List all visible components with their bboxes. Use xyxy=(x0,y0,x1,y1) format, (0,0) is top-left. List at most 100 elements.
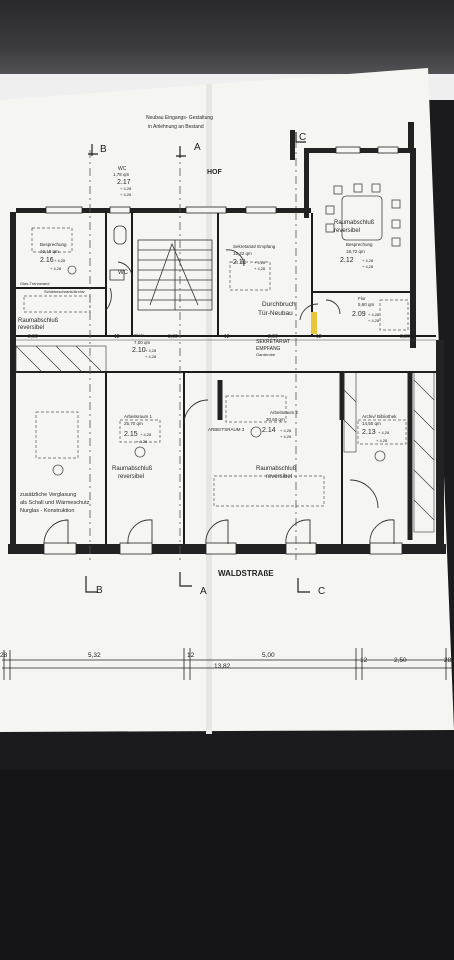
thick-wall-segments xyxy=(217,372,413,540)
inner-dim-right2: 3,30 xyxy=(400,334,410,340)
dim-gap1: 12 xyxy=(187,652,195,659)
dim-seg1: 5,32 xyxy=(88,652,101,659)
section-letters: B A C B A C xyxy=(96,132,325,597)
room-2-14-name: Arbeitsraum 2 xyxy=(270,410,299,415)
hatched-walls xyxy=(15,345,435,533)
breakthrough-line-2: Tür-Neubau xyxy=(258,310,293,317)
closure-left-2: reversibel xyxy=(18,325,44,331)
bottom-windows xyxy=(43,542,403,555)
room-wc-name: WC xyxy=(118,166,127,172)
room-2-12-area: 18,72 qm xyxy=(346,249,365,254)
room-labels: WC 1,78 qm 2.17 + 4,28 + 4,28 WC Besprec… xyxy=(20,166,397,444)
room-2-14-height-1: + 4,28 xyxy=(280,428,292,433)
section-lines xyxy=(89,140,297,560)
room-wc-area: 1,78 qm xyxy=(113,172,130,177)
door-swings xyxy=(43,249,395,545)
room-2-11-height-1: + 4,28 xyxy=(254,260,266,265)
dim-seg2: 5,00 xyxy=(262,652,275,659)
room-2-10-area: 7,00 qm xyxy=(134,340,151,345)
yard-label: HOF xyxy=(207,169,223,176)
dimension-chain-lines xyxy=(2,648,452,680)
room-2-10-height-2: + 4,28 xyxy=(145,354,157,359)
conference-table xyxy=(325,183,401,247)
room-2-13-height-1: + 4,28 xyxy=(378,430,390,435)
wc-fixture xyxy=(109,225,127,281)
entrance-note-line-2: in Anlehnung an Bestand xyxy=(148,124,204,130)
room-wc-height-1: + 4,28 xyxy=(120,186,132,191)
room-2-13-height-2: + 4,28 xyxy=(376,438,388,443)
section-markers xyxy=(85,132,310,593)
inner-dim-mid1: 12 xyxy=(114,334,120,340)
room-2-09-name: Flur xyxy=(358,296,366,301)
closure-mid-2: reversibel xyxy=(118,474,144,480)
closure-right-2: reversibel xyxy=(266,474,292,480)
dim-right-end: 28 xyxy=(444,657,452,664)
glazing-note-line-2: als Schall und Wärmeschutz xyxy=(20,500,90,506)
inner-dim-mid4: 12 xyxy=(316,334,322,340)
inner-dim-mid2: 3,60 xyxy=(168,334,178,340)
room-2-12-number: 2.12 xyxy=(340,257,354,264)
glass-partition-label: Glas-Trennwand xyxy=(20,281,49,286)
dim-seg3: 2,50 xyxy=(394,657,407,664)
inner-dimension-chain: 28 2,90 12 3,60 12 2,90 12 3,30 xyxy=(10,334,436,341)
interior-walls xyxy=(16,213,436,544)
room-2-11-height-2: + 4,28 xyxy=(254,266,266,271)
chairs xyxy=(52,265,386,476)
breakthrough-line-1: Durchbruch xyxy=(262,301,296,308)
staircase xyxy=(137,239,213,311)
room-2-15-number: 2.15 xyxy=(124,431,138,438)
room-wc-height-2: + 4,28 xyxy=(120,192,132,197)
room-2-14-number: 2.14 xyxy=(262,427,276,434)
paper-sheet xyxy=(0,68,454,732)
plan-notes: Neubau Eingangs- Gestaltung in Anlehnung… xyxy=(18,115,375,514)
room-2-13-number: 2.13 xyxy=(362,429,376,436)
section-a-bottom: A xyxy=(200,586,207,597)
door-highlight xyxy=(311,312,317,334)
room-2-16-height-2: + 4,28 xyxy=(50,266,62,271)
room-2-10-number: 2.10 xyxy=(132,347,146,354)
room-2-12-height-2: + 4,28 xyxy=(362,264,374,269)
room-2-16-area: 10,10 qm xyxy=(40,249,59,254)
desks xyxy=(23,227,409,507)
sliding-cabinet-label: Schiebeschrank/Archiv xyxy=(44,289,85,294)
section-b-top: B xyxy=(100,144,107,155)
room-2-13-area: 14,50 qm xyxy=(362,421,381,426)
room-2-10-height-1: + 4,28 xyxy=(145,348,157,353)
room-2-16-height-1: + 4,28 xyxy=(54,258,66,263)
inner-dim-right1: 2,90 xyxy=(268,334,278,340)
room-2-11-name: Sekretariat/ Empfang xyxy=(233,244,276,249)
section-b-bottom: B xyxy=(96,585,103,596)
room-2-11-area: 16,22 qm xyxy=(233,251,252,256)
inner-dim-left: 2,90 xyxy=(28,334,38,340)
room-2-15-height-1: + 4,28 xyxy=(140,432,152,437)
room-2-10-name: Diele xyxy=(134,333,145,338)
room-2-11-number: 2.11 xyxy=(233,259,246,266)
camera-background-top xyxy=(0,0,454,80)
glazing-note-line-1: zusätzliche Verglasung xyxy=(20,492,76,498)
section-a-top: A xyxy=(194,142,201,153)
section-c-top: C xyxy=(299,132,306,143)
paper-fold xyxy=(206,84,212,734)
section-c-bottom: C xyxy=(318,586,325,597)
dim-total: 13,82 xyxy=(214,663,231,670)
room-2-15-area: 25,70 qm xyxy=(124,421,143,426)
inner-dim-mid3: 12 xyxy=(224,334,230,340)
inner-dim-edge: 28 xyxy=(10,334,16,339)
room-2-16-number: 2.16 xyxy=(40,257,54,264)
reception-line-3: Garderobe xyxy=(256,352,276,357)
closure-right-1: Raumabschluß xyxy=(256,466,297,472)
street-label: WALDSTRAßE xyxy=(218,569,274,578)
reception-line-1: SEKRETARIAT xyxy=(256,339,290,345)
room-2-09-height-2: + 4,28 xyxy=(368,318,380,323)
room-2-09-height-1: + 4,28 xyxy=(368,312,380,317)
dim-gap2: 12 xyxy=(360,657,368,664)
room-2-14-height-2: + 4,28 xyxy=(280,434,292,439)
room-2-14-area: 30,60 qm xyxy=(266,417,285,422)
closure-top-right-2: reversibel xyxy=(334,228,360,234)
room-2-12-height-1: + 4,28 xyxy=(362,258,374,263)
room-2-09-area: 5,60 qm xyxy=(358,302,375,307)
workroom-3-label: ARBEITSRAUM 3 xyxy=(208,427,245,432)
room-wc-number: 2.17 xyxy=(117,179,131,186)
room-2-13-name: Archiv/ Bibliothek xyxy=(362,414,397,419)
